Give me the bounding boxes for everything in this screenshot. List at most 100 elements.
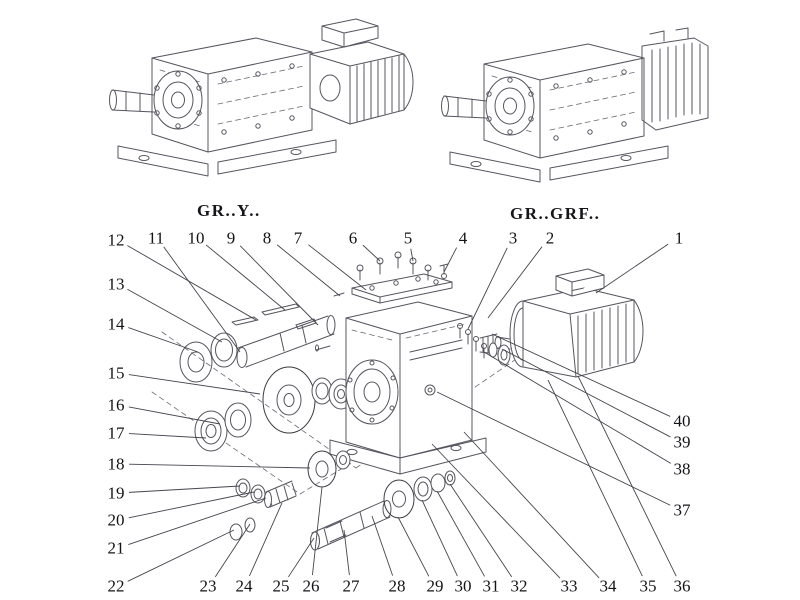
callout-leader-7: [308, 244, 367, 291]
vent-plug: [439, 263, 449, 275]
housing-bore: [345, 359, 399, 425]
callout-number-29: 29: [427, 577, 444, 596]
mounting-foot: [549, 145, 669, 181]
oil-plug: [424, 384, 436, 396]
cover-bolts: [359, 256, 429, 281]
intermediate-pinion-shaft: [310, 500, 392, 551]
callout-leader-38: [483, 351, 672, 464]
callout-number-22: 22: [108, 577, 125, 596]
fan-cover: [403, 53, 414, 111]
callout-number-33: 33: [561, 577, 578, 596]
washer: [488, 342, 498, 358]
mounting-foot: [217, 139, 337, 175]
callout-number-14: 14: [108, 315, 126, 334]
callout-leader-35: [547, 379, 643, 577]
output-bearings: [194, 402, 252, 452]
cover-plate: [351, 273, 453, 298]
callout-leader-31: [436, 490, 485, 577]
intermediate-parts-left: [229, 450, 351, 541]
drive-block-connectors: [649, 27, 689, 42]
callout-leader-39: [501, 348, 671, 438]
callout-number-20: 20: [108, 511, 125, 530]
callout-number-39: 39: [674, 433, 691, 452]
callout-leader-24: [249, 502, 283, 577]
callout-number-3: 3: [509, 229, 518, 248]
callout-number-36: 36: [674, 577, 691, 596]
callout-number-32: 32: [511, 577, 528, 596]
output-gear: [262, 366, 316, 434]
mounting-foot: [449, 151, 541, 183]
callout-number-27: 27: [343, 577, 361, 596]
callout-number-10: 10: [188, 229, 205, 248]
gear-housing: [329, 301, 487, 475]
callout-leader-34: [463, 431, 600, 579]
callout-leader-30: [421, 499, 458, 577]
callout-leader-22: [127, 529, 235, 582]
callout-leader-25: [287, 537, 315, 578]
callout-number-17: 17: [108, 424, 126, 443]
shaft-key: [231, 316, 259, 326]
motor-fins: [356, 55, 400, 123]
callout-number-31: 31: [483, 577, 500, 596]
callout-number-34: 34: [600, 577, 618, 596]
callout-leader-17: [128, 433, 207, 439]
callout-number-30: 30: [455, 577, 472, 596]
callout-number-4: 4: [459, 229, 468, 248]
fan-cover: [633, 299, 644, 363]
gearmotor-gry-view: [109, 18, 414, 177]
callout-leader-16: [128, 406, 221, 425]
callout-leader-3: [467, 247, 508, 330]
exploded-view: [151, 251, 644, 551]
callout-leader-6: [362, 244, 381, 262]
callout-leader-14: [128, 327, 199, 353]
drive-block-fins: [651, 42, 701, 123]
callout-leader-29: [397, 516, 430, 577]
dowel-pins: [315, 292, 345, 352]
callout-leader-27: [343, 529, 350, 576]
callout-leader-2: [487, 246, 543, 319]
output-shaft: [237, 315, 335, 368]
variant-label-gry: GR..Y..: [197, 201, 261, 220]
callout-number-5: 5: [404, 229, 413, 248]
callout-number-37: 37: [674, 501, 692, 520]
callout-number-24: 24: [236, 577, 254, 596]
callout-number-11: 11: [148, 229, 164, 248]
motor: [479, 268, 644, 378]
motor-fins: [577, 303, 627, 375]
callout-leader-8: [276, 244, 341, 297]
callout-number-38: 38: [674, 460, 691, 479]
callout-number-1: 1: [675, 229, 684, 248]
callout-leader-19: [128, 485, 241, 493]
callout-leader-4: [443, 247, 458, 273]
callout-number-23: 23: [200, 577, 217, 596]
callout-leader-1: [595, 243, 669, 294]
callout-leader-13: [127, 288, 223, 343]
callout-number-25: 25: [273, 577, 290, 596]
callout-leader-9: [239, 245, 319, 326]
callout-number-6: 6: [349, 229, 358, 248]
callout-number-16: 16: [108, 396, 125, 415]
housing-cover-and-bolts: [351, 251, 453, 304]
callout-leader-32: [449, 483, 513, 578]
terminal-box: [321, 18, 379, 48]
oil-seal-and-ring: [179, 332, 238, 383]
variant-label-grf: GR..GRF..: [510, 204, 601, 223]
callout-number-21: 21: [108, 539, 125, 558]
callout-leader-21: [128, 497, 267, 545]
gearmotor-grf-view: [441, 27, 709, 183]
callout-leader-33: [431, 443, 561, 579]
intermediate-gear-cluster: [383, 470, 456, 519]
callout-number-9: 9: [227, 229, 236, 248]
callout-number-13: 13: [108, 275, 125, 294]
callout-number-19: 19: [108, 484, 125, 503]
callout-number-8: 8: [263, 229, 272, 248]
callout-leader-5: [410, 248, 414, 262]
callout-number-15: 15: [108, 364, 125, 383]
callout-leader-28: [371, 515, 394, 576]
output-shaft-assembly: [231, 303, 336, 368]
callout-leader-10: [205, 244, 286, 311]
callout-number-35: 35: [640, 577, 657, 596]
callout-number-28: 28: [389, 577, 406, 596]
